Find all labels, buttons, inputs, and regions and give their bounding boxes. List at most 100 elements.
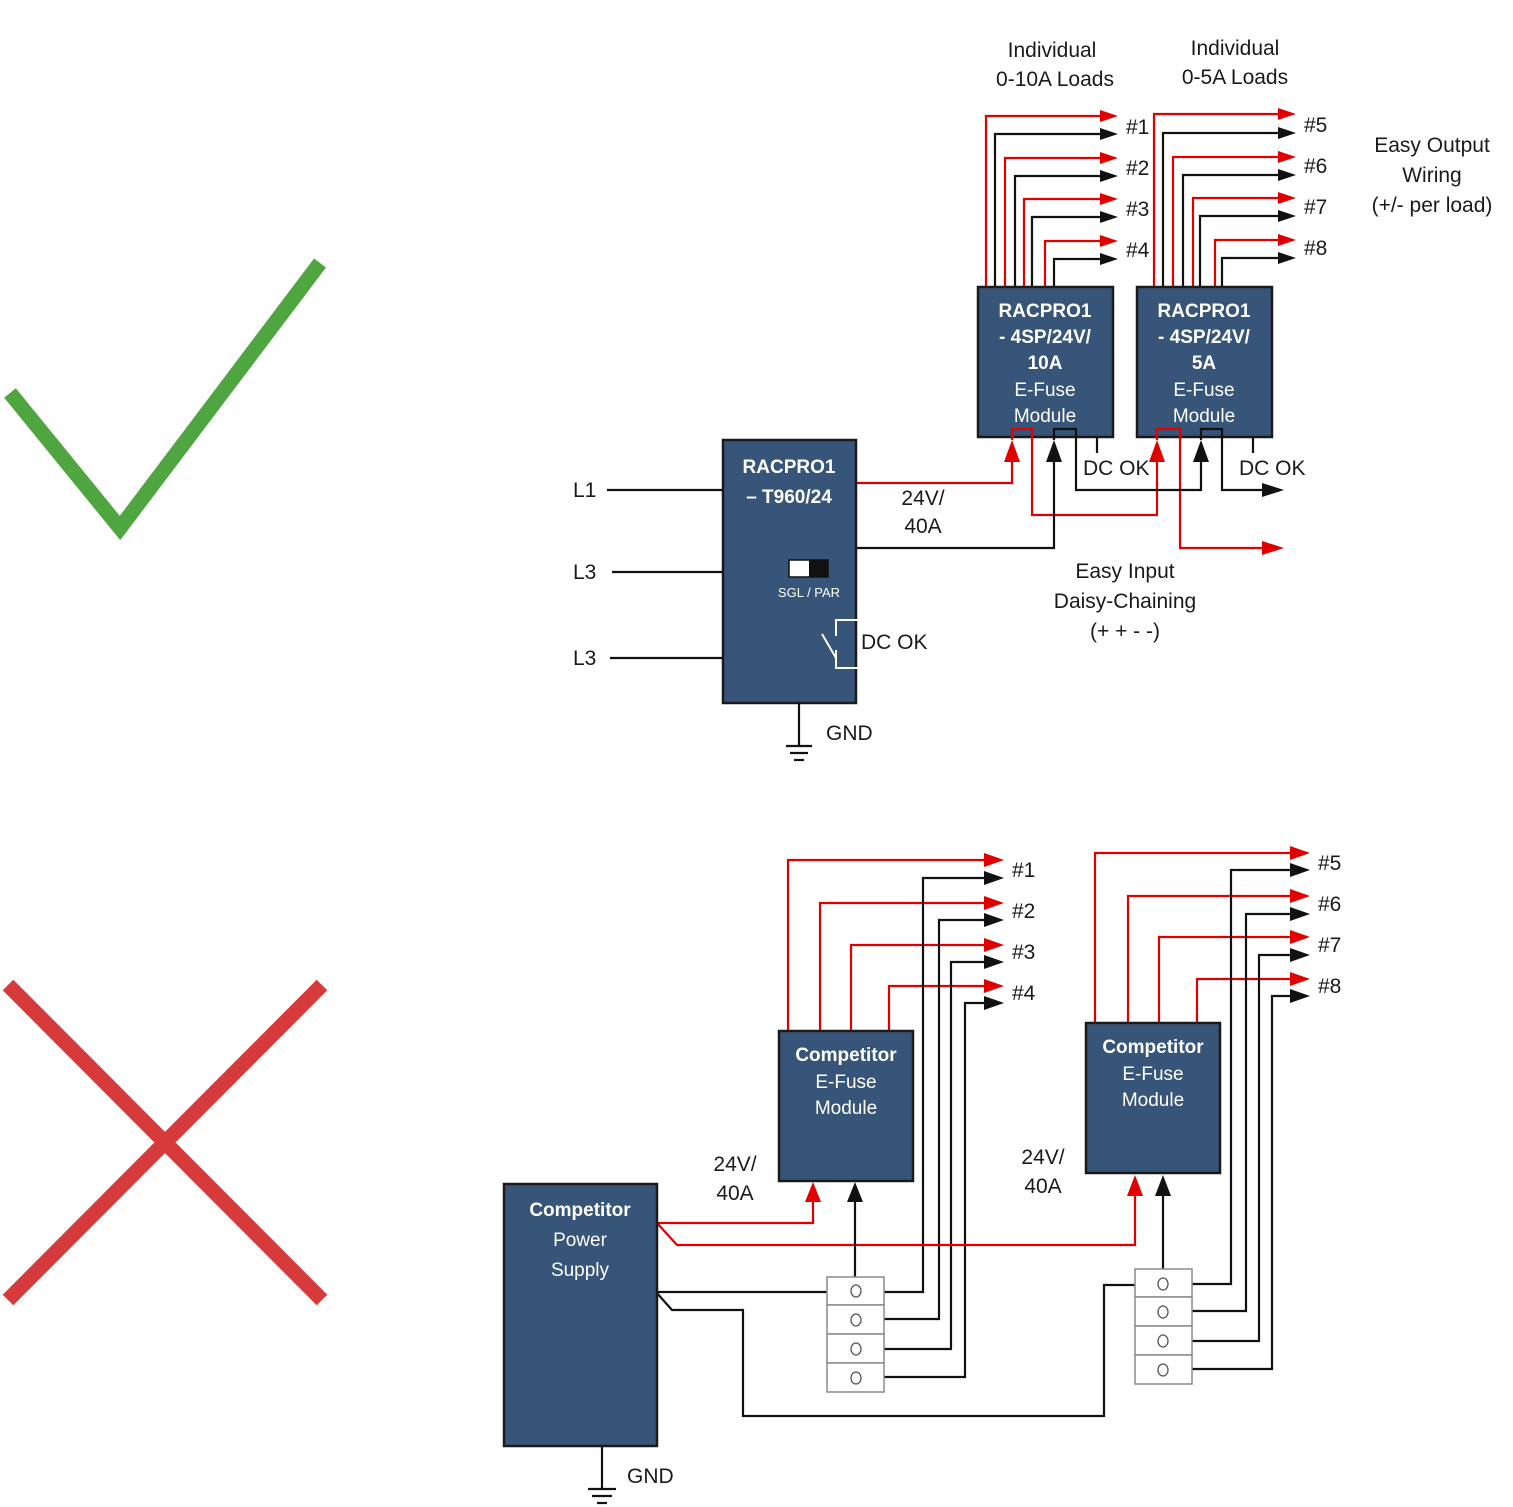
arrow-head	[1278, 169, 1296, 181]
competitor-output-wires-group-2	[1093, 846, 1310, 1371]
efuse-2-dc-ok-label: DC OK	[1239, 457, 1306, 480]
arrow-head	[1278, 210, 1296, 222]
output-7-negative-wire	[1198, 214, 1290, 287]
input-note-line1: Easy Input	[1075, 560, 1174, 583]
output-note-line2: Wiring	[1402, 164, 1462, 187]
output-4-positive-wire	[887, 984, 990, 1031]
arrow-head	[1100, 170, 1118, 182]
competitor-output-label-2: #2	[1012, 900, 1035, 923]
competitor-output-label-5: #5	[1318, 852, 1341, 875]
competitor-efuse-module-1: Competitor E-Fuse Module	[777, 1029, 915, 1183]
competitor-output-label-6: #6	[1318, 893, 1341, 916]
efuse-1-dc-ok-label: DC OK	[1083, 457, 1150, 480]
load-group-2-heading-line2: 0-5A Loads	[1182, 66, 1288, 89]
efuse-2-line2: - 4SP/24V/	[1158, 327, 1251, 348]
output-3-negative-wire	[884, 960, 990, 1351]
output-label-3: #3	[1126, 198, 1149, 221]
terminal-block-1	[826, 1276, 885, 1393]
terminal-block-2	[1134, 1268, 1193, 1385]
psu-output-rating-line2: 40A	[904, 515, 941, 538]
arrow-head	[1278, 252, 1296, 264]
competitor-output-label-8: #8	[1318, 975, 1341, 998]
output-1-positive-wire	[786, 858, 990, 1031]
output-7-positive-wire	[1157, 935, 1296, 1023]
output-8-negative-wire	[1220, 256, 1290, 287]
recom-power-supply: RACPRO1 – T960/24 SGL / PAR	[721, 438, 883, 705]
output-label-8: #8	[1304, 237, 1327, 260]
psu-negative-wire-2	[655, 1283, 1135, 1418]
output-wires-group-2	[1152, 108, 1296, 287]
check-mark-icon	[4, 258, 326, 541]
output-2-negative-wire	[1013, 174, 1112, 287]
psu-positive-wire-2	[656, 1196, 1137, 1247]
psu-dc-ok-label: DC OK	[861, 631, 928, 654]
competitor-rating-1-line1: 24V/	[713, 1153, 756, 1176]
arrow-head	[1278, 127, 1296, 139]
arrow-head	[1100, 253, 1118, 265]
arrow-head	[1278, 234, 1296, 246]
output-6-negative-wire	[1192, 912, 1296, 1313]
output-4-negative-wire	[1052, 257, 1112, 287]
efuse-2-line5: Module	[1173, 406, 1235, 427]
arrow-head	[1100, 211, 1118, 223]
arrow-head	[1004, 440, 1020, 462]
competitor-efuse-1-line2: E-Fuse	[815, 1072, 876, 1093]
arrow-head	[1100, 152, 1118, 164]
ground-label: GND	[826, 722, 873, 745]
output-label-2: #2	[1126, 157, 1149, 180]
arrow-head	[1262, 541, 1284, 555]
output-4-negative-wire	[884, 1001, 990, 1379]
arrow-head	[1046, 440, 1062, 462]
competitor-efuse-1-line1: Competitor	[795, 1045, 897, 1066]
arrow-head	[1100, 110, 1118, 122]
output-5-positive-wire	[1152, 112, 1290, 287]
sgl-par-switch[interactable]	[788, 559, 829, 578]
efuse-1-line1: RACPRO1	[999, 301, 1092, 322]
sgl-par-switch-label: SGL / PAR	[778, 585, 840, 600]
efuse-module-10a: RACPRO1 - 4SP/24V/ 10A E-Fuse Module	[976, 285, 1115, 439]
input-label-l3-a: L3	[573, 561, 596, 584]
arrow-head	[1100, 193, 1118, 205]
arrow-head	[1262, 483, 1284, 497]
psu-negative-wire	[856, 455, 1056, 550]
recom-wiring-diagram: Individual 0-10A Loads Individual 0-5A L…	[573, 37, 1492, 762]
output-label-5: #5	[1304, 114, 1327, 137]
arrow-head	[1193, 440, 1209, 462]
competitor-efuse-1-line3: Module	[815, 1098, 877, 1119]
output-5-negative-wire	[1161, 131, 1290, 287]
ground-icon	[786, 703, 812, 762]
arrow-head	[1100, 128, 1118, 140]
daisy-positive-wire-out	[1155, 427, 1270, 550]
competitor-psu-line3: Supply	[551, 1260, 610, 1281]
output-label-6: #6	[1304, 155, 1327, 178]
efuse-2-line4: E-Fuse	[1173, 380, 1234, 401]
competitor-rating-2-line2: 40A	[1024, 1175, 1061, 1198]
competitor-efuse-module-2: Competitor E-Fuse Module	[1084, 1021, 1222, 1175]
load-group-1-heading-line1: Individual	[1008, 39, 1097, 62]
competitor-power-supply: Competitor Power Supply	[502, 1182, 659, 1448]
competitor-efuse-2-line3: Module	[1122, 1090, 1184, 1111]
psu-line1: RACPRO1	[743, 457, 836, 478]
output-8-positive-wire	[1195, 977, 1296, 1023]
efuse-2-line3: 5A	[1192, 353, 1217, 374]
competitor-ground-label: GND	[627, 1465, 674, 1488]
daisy-negative-wire-1	[1052, 427, 1203, 492]
cross-mark-icon	[2, 979, 328, 1306]
competitor-wiring-diagram: #1 #2 #3 #4 #5 #6 #7 #8	[502, 846, 1341, 1505]
output-3-positive-wire	[1022, 197, 1112, 287]
competitor-psu-line1: Competitor	[529, 1200, 631, 1221]
load-group-2-heading-line1: Individual	[1191, 37, 1280, 60]
input-note-line3: (+ + - -)	[1090, 620, 1160, 643]
output-3-positive-wire	[849, 943, 990, 1031]
competitor-efuse-2-line1: Competitor	[1102, 1037, 1204, 1058]
output-2-positive-wire	[818, 901, 990, 1031]
output-7-negative-wire	[1192, 953, 1296, 1343]
output-note-line1: Easy Output	[1374, 134, 1490, 157]
output-4-positive-wire	[1043, 239, 1112, 287]
output-6-positive-wire	[1171, 155, 1290, 287]
output-2-positive-wire	[1003, 156, 1112, 287]
output-6-positive-wire	[1126, 894, 1296, 1023]
daisy-positive-wire-1	[1010, 427, 1159, 517]
arrow-head	[1278, 192, 1296, 204]
